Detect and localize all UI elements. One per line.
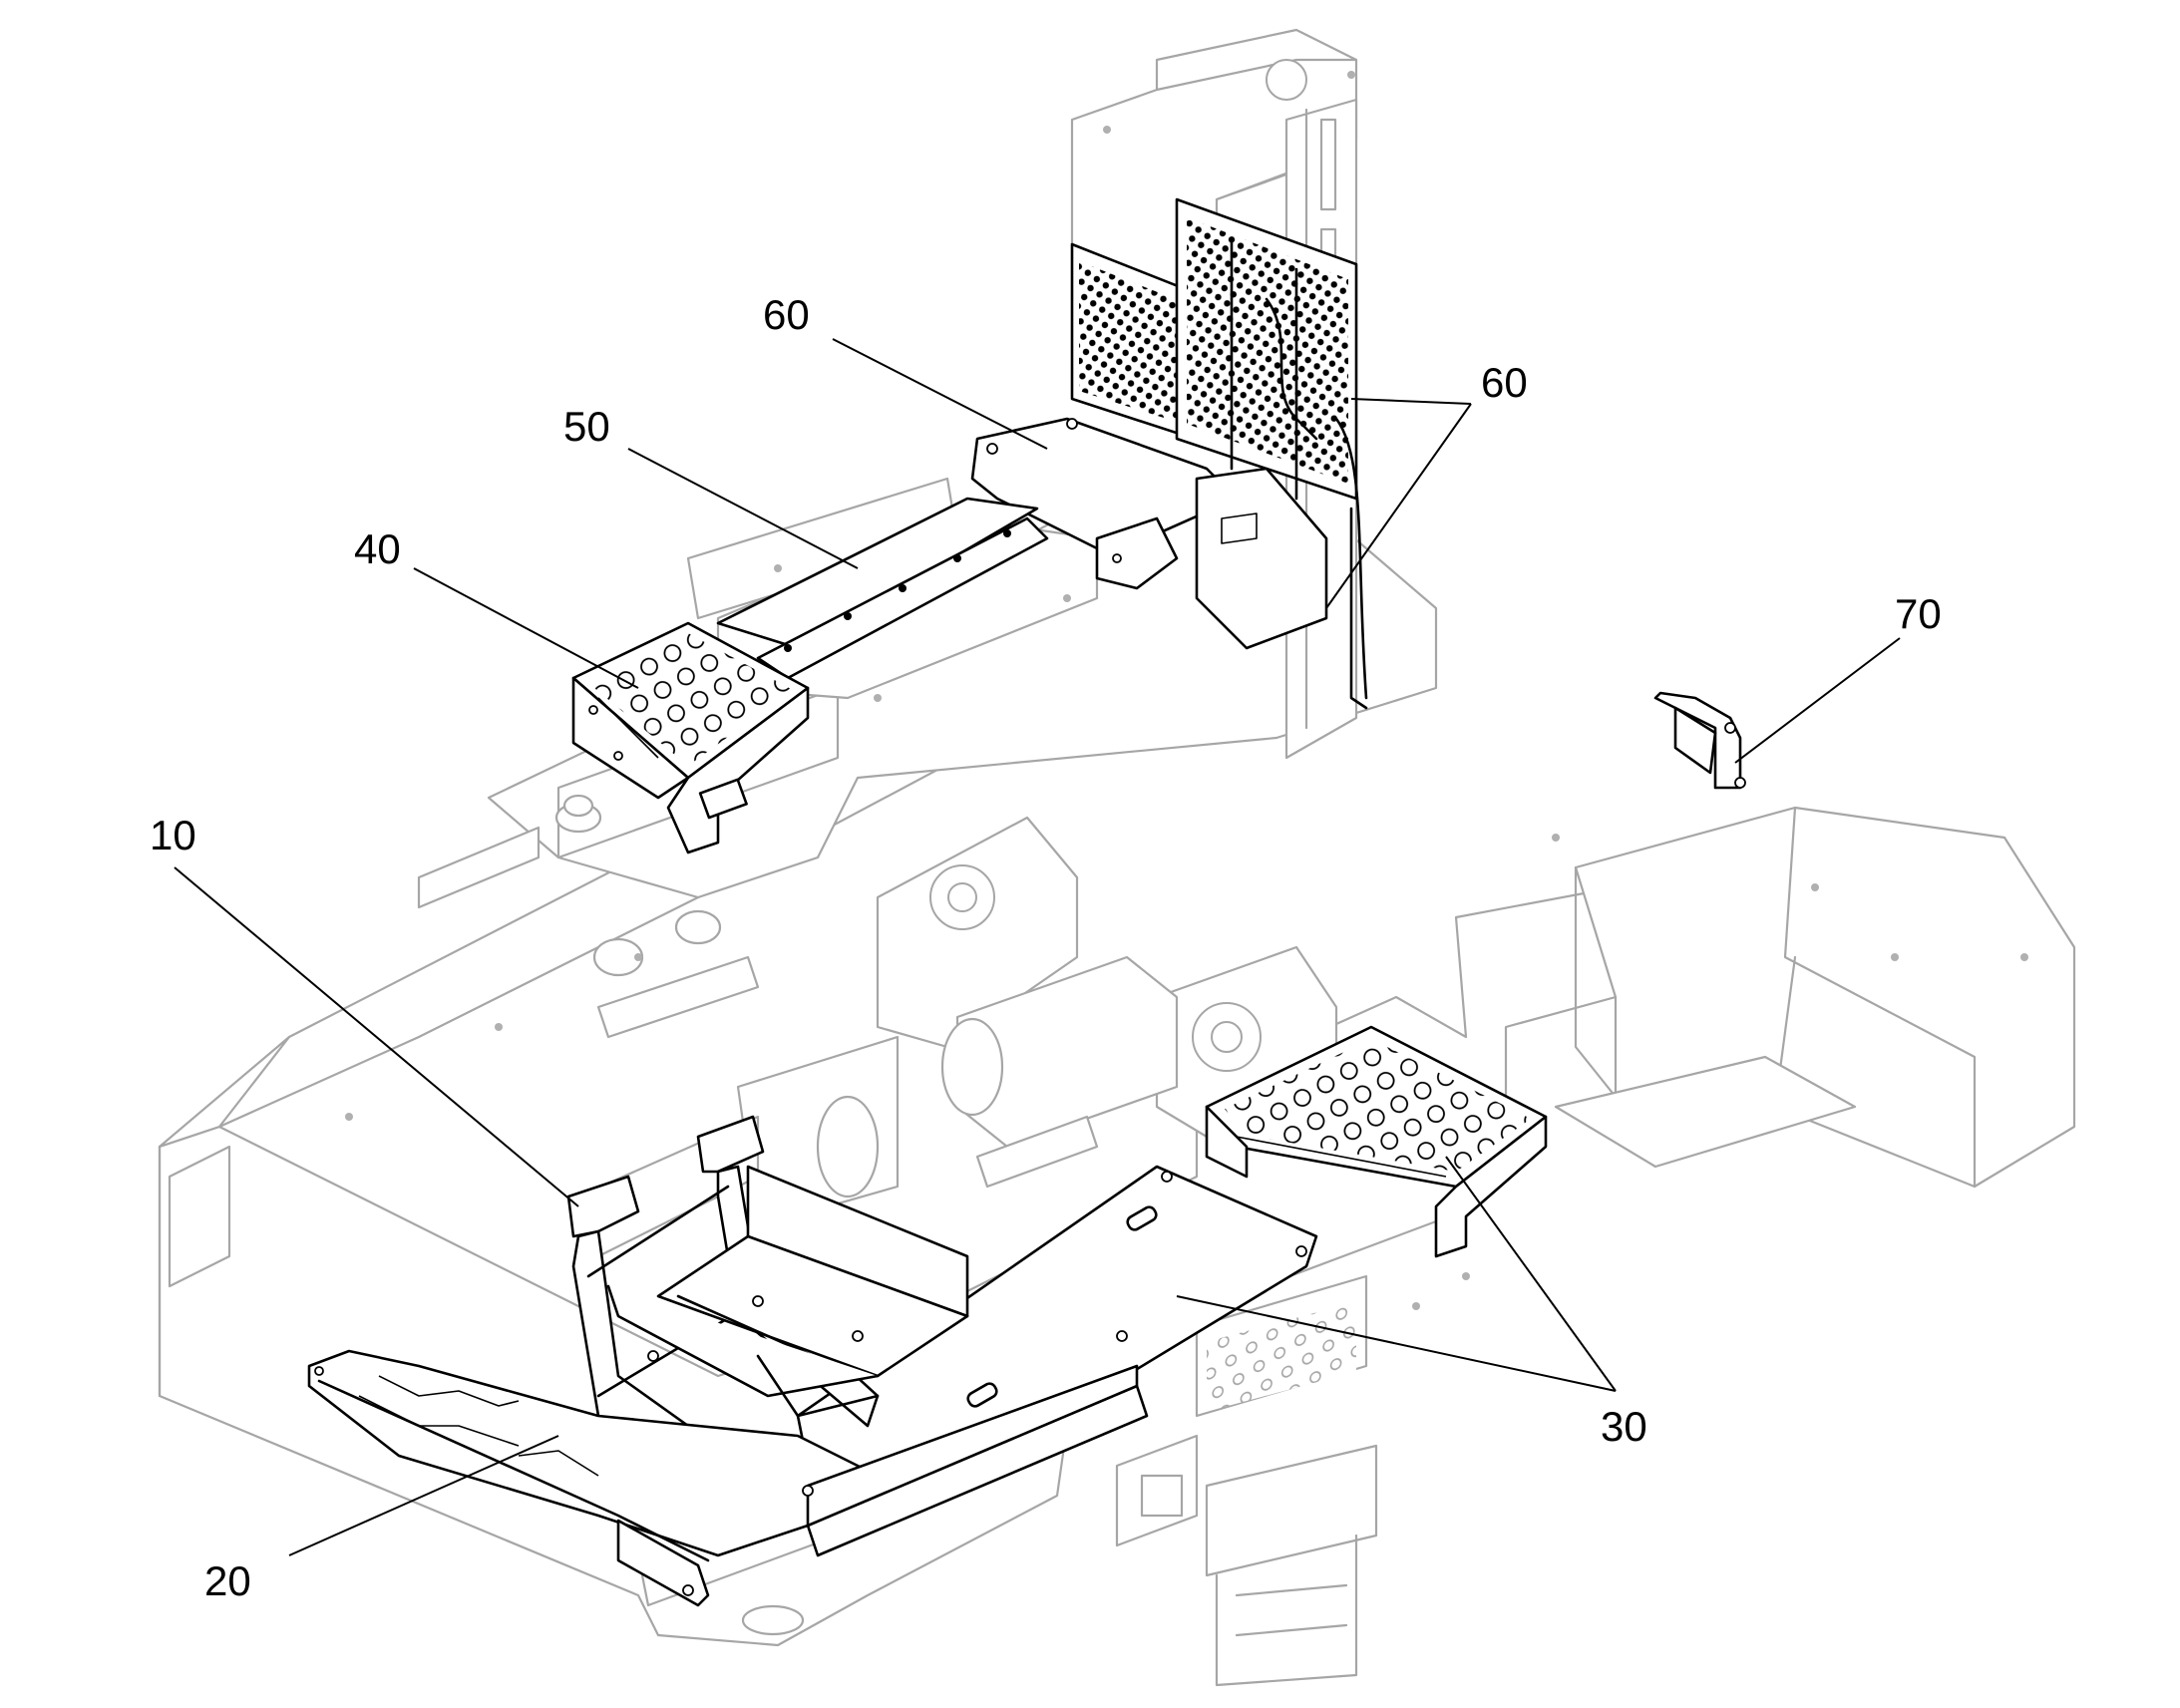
leader-10 [174,866,579,1207]
leader-lines [174,338,1901,1556]
part-70-bracket [1653,691,1746,790]
leader-60b1 [1350,398,1472,405]
part-20-front-plate [307,1349,1149,1607]
callout-10: 10 [150,812,196,858]
leader-40 [413,567,639,689]
leader-60b2 [1325,403,1472,609]
callout-20: 20 [204,1557,251,1604]
callout-60-left: 60 [763,291,810,338]
callout-40: 40 [354,525,401,572]
leader-30a [1176,1295,1617,1392]
part-60-engine-panels [970,197,1368,710]
part-40-step [571,621,810,854]
leader-60a [832,338,1048,450]
leader-50 [627,448,859,569]
leader-30b [1445,1156,1617,1392]
callout-60-right: 60 [1481,359,1528,406]
callout-50: 50 [563,403,610,450]
callout-30: 30 [1601,1403,1647,1450]
leader-70 [1734,637,1901,764]
callout-labels: 10 20 30 40 50 60 60 70 [150,291,1942,1604]
callout-70: 70 [1895,590,1942,637]
part-30-step [1205,1025,1548,1258]
leader-20 [288,1435,559,1556]
part-10-subframe [566,1115,969,1528]
